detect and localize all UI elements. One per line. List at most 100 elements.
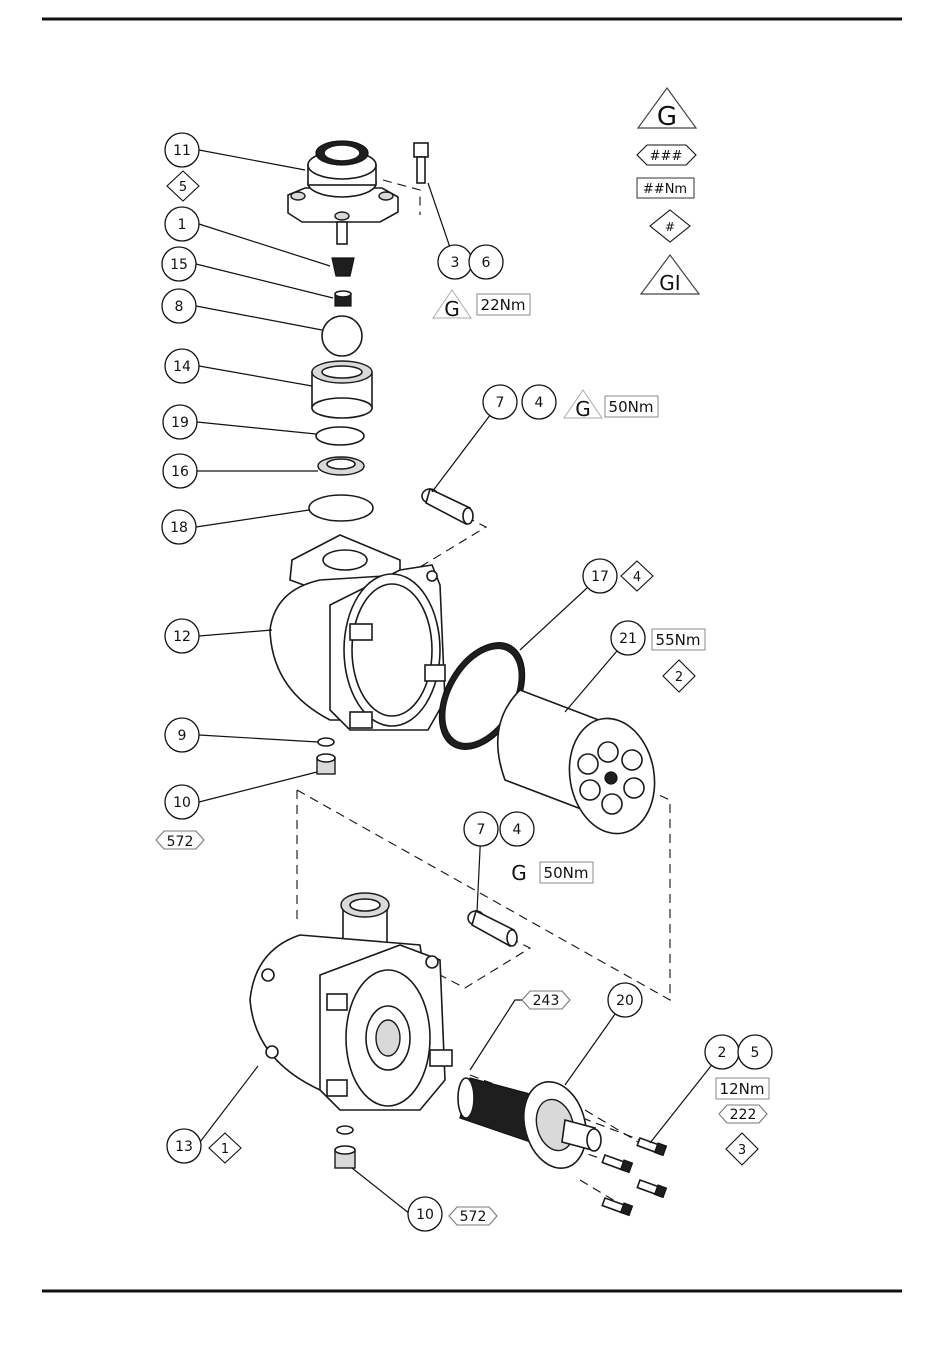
step-diamond-3: 3 (726, 1133, 758, 1165)
threadlock-243: 243 (522, 991, 570, 1009)
callout-10-upper: 10 (165, 785, 199, 819)
legend-step-symbol: # (650, 210, 690, 242)
callout-6: 6 (469, 245, 503, 279)
callout-15-label: 15 (170, 257, 188, 273)
callout-14-label: 14 (173, 359, 191, 375)
torque-50nm-upper-label: 50Nm (609, 398, 654, 416)
callout-15: 15 (162, 247, 196, 281)
callout-4-lower: 4 (500, 812, 534, 846)
part-drain-plug-upper (317, 754, 335, 774)
part-oring-large (309, 495, 373, 521)
callout-17-label: 17 (591, 569, 609, 585)
step-diamond-1: 1 (209, 1133, 241, 1163)
callout-7-upper: 7 (483, 385, 517, 419)
callout-20-label: 20 (616, 993, 634, 1009)
callout-14: 14 (165, 349, 199, 383)
legend-grease-alt-symbol: GI (641, 255, 699, 295)
legend-grease-alt-text: GI (659, 271, 680, 295)
torque-22nm: 22Nm (477, 294, 530, 315)
callout-19: 19 (163, 405, 197, 439)
callout-1-label: 1 (178, 217, 187, 233)
grease-mark-upper-screw: G (433, 290, 471, 321)
part-drain-plug-lower (335, 1126, 355, 1168)
grease-mark-lower-pin: G (511, 861, 527, 885)
callout-21-label: 21 (619, 631, 637, 647)
part-small-nut (335, 291, 351, 306)
callout-3-label: 3 (451, 255, 460, 271)
part-screw-top (414, 143, 428, 183)
callout-8-label: 8 (175, 299, 184, 315)
threadlock-572-upper-label: 572 (167, 834, 194, 850)
part-oring-small (316, 427, 364, 445)
callout-6-label: 6 (482, 255, 491, 271)
callout-4-upper-label: 4 (535, 395, 544, 411)
part-cone-seal (332, 258, 354, 276)
threadlock-243-label: 243 (533, 993, 560, 1009)
callout-5-label: 5 (751, 1045, 760, 1061)
threadlock-222-label: 222 (730, 1107, 757, 1123)
callout-5: 5 (738, 1035, 772, 1069)
threadlock-222: 222 (719, 1105, 767, 1123)
callout-10-lower: 10 (408, 1197, 442, 1231)
torque-50nm-lower: 50Nm (540, 862, 593, 883)
callout-7-lower: 7 (464, 812, 498, 846)
callout-4-upper: 4 (522, 385, 556, 419)
torque-50nm-upper: 50Nm (605, 396, 658, 417)
legend-grease-symbol: G (638, 88, 696, 132)
step-diamond-2: 2 (663, 660, 695, 692)
torque-50nm-lower-label: 50Nm (544, 864, 589, 882)
torque-12nm-label: 12Nm (720, 1080, 765, 1098)
threadlock-572-lower-label: 572 (460, 1209, 487, 1225)
step-diamond-3-label: 3 (738, 1143, 746, 1158)
callout-10-lower-label: 10 (416, 1207, 434, 1223)
callout-4-lower-label: 4 (513, 822, 522, 838)
callout-11: 11 (165, 133, 199, 167)
part-seat-ring (318, 457, 364, 475)
callout-20: 20 (608, 983, 642, 1017)
callout-7-lower-label: 7 (477, 822, 486, 838)
callout-11-label: 11 (173, 143, 191, 159)
step-diamond-5-label: 5 (179, 180, 187, 195)
step-diamond-4-label: 4 (633, 570, 641, 585)
callout-13: 13 (167, 1129, 201, 1163)
callout-7-upper-label: 7 (496, 395, 505, 411)
callout-19-label: 19 (171, 415, 189, 431)
part-shaft-assembly (458, 1075, 601, 1176)
callout-9-label: 9 (178, 728, 187, 744)
grease-mark-upper-pin-text: G (575, 397, 591, 421)
callout-18-label: 18 (170, 520, 188, 536)
part-ball-cage (312, 361, 372, 418)
legend-step-text: # (665, 220, 675, 234)
grease-mark-upper-pin: G (564, 390, 602, 421)
step-diamond-2-label: 2 (675, 670, 683, 685)
part-washer (318, 738, 334, 746)
grease-mark-upper-screw-text: G (444, 297, 460, 321)
part-lower-pump-body (250, 893, 452, 1110)
callout-12: 12 (165, 619, 199, 653)
callout-9: 9 (165, 718, 199, 752)
callout-3: 3 (438, 245, 472, 279)
legend-threadlock-text: ### (650, 149, 683, 164)
step-diamond-4: 4 (621, 561, 653, 591)
torque-22nm-label: 22Nm (481, 296, 526, 314)
callout-10-upper-label: 10 (173, 795, 191, 811)
torque-55nm-label: 55Nm (656, 631, 701, 649)
callout-12-label: 12 (173, 629, 191, 645)
part-pin-lower (468, 911, 517, 946)
part-pin-upper (422, 489, 473, 524)
callout-16: 16 (163, 454, 197, 488)
torque-12nm: 12Nm (716, 1078, 769, 1099)
callout-2: 2 (705, 1035, 739, 1069)
step-diamond-5: 5 (167, 171, 199, 201)
legend-threadlock-symbol: ### (637, 145, 696, 165)
threadlock-572-lower: 572 (449, 1207, 497, 1225)
part-valve-housing (288, 141, 398, 244)
part-upper-pump-body (270, 535, 445, 730)
callout-18: 18 (162, 510, 196, 544)
part-screws-flange (602, 1138, 666, 1215)
legend-torque-symbol: ##Nm (637, 178, 694, 198)
torque-55nm: 55Nm (652, 629, 705, 650)
legend-torque-text: ##Nm (643, 182, 687, 197)
step-diamond-1-label: 1 (221, 1142, 229, 1157)
